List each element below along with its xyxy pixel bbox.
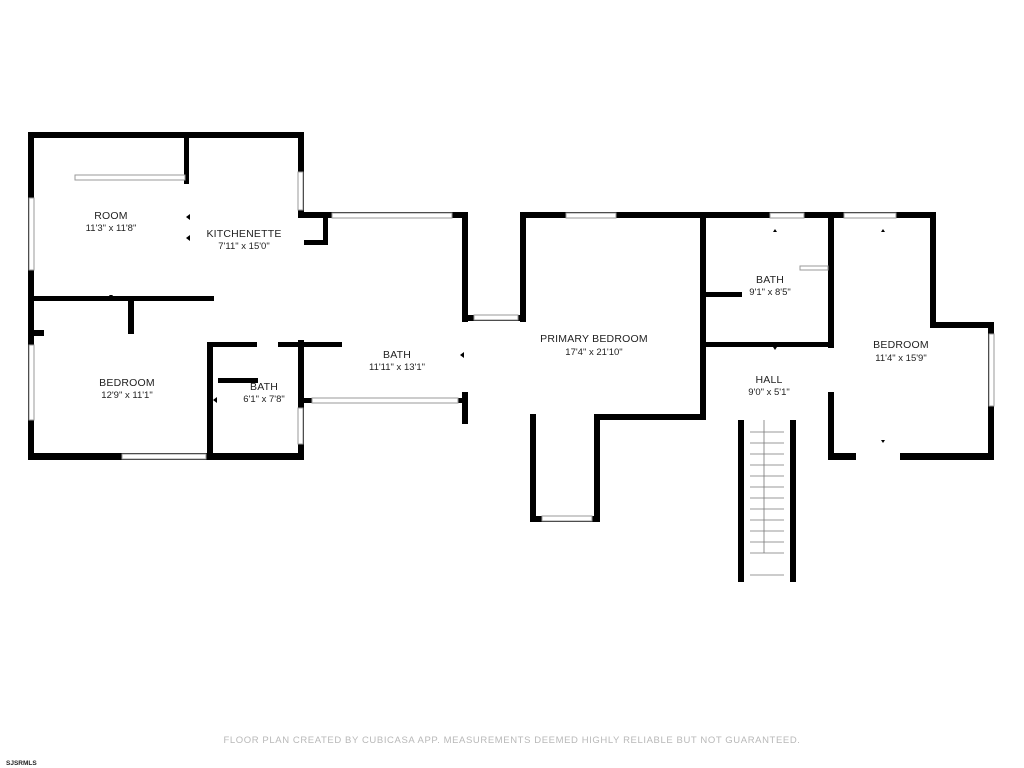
wall-bath-top-b [278,342,304,347]
window [74,174,186,181]
wall-bath-large-right-bottom [462,392,468,424]
room-dims-bath-large: 11'11" x 13'1" [369,362,425,373]
wall-primary-bottom-right [594,414,706,420]
window [769,212,805,219]
window [121,453,207,460]
window [565,212,617,219]
wall-bedroom2-bottom-b [900,453,994,460]
walls [28,132,994,582]
wall-closet-b [323,218,328,245]
wall-bath-large-inner [304,342,342,347]
wall-left [28,132,34,460]
window [311,397,459,404]
room-label-hall: HALL [755,374,782,386]
window [28,344,35,421]
wall-stair-left [738,420,744,582]
room-label-bath-small: BATH [250,381,278,393]
wall-primary-right [700,212,706,418]
window [28,197,35,271]
window [988,333,995,407]
wall-room-bedroom [34,296,214,301]
wall-closet-a [304,240,328,245]
room-label-primary-bedroom: PRIMARY BEDROOM [540,333,648,345]
door-marker [881,440,885,443]
room-label-bath-upper: BATH [756,274,784,286]
wall-top-left [28,132,304,138]
wall-bedroom2-bottom-a [828,453,856,460]
room-dims-bath-small: 6'1" x 7'8" [243,394,285,405]
mls-watermark: SJSRMLS [6,760,37,767]
door-marker [881,229,885,232]
window [541,515,593,522]
stairs [750,420,784,576]
disclaimer-footer: FLOOR PLAN CREATED BY CUBICASA APP. MEAS… [223,735,801,746]
door-marker [460,352,464,358]
wall-primary-bay-left [530,414,536,522]
room-dims-room: 11'3" x 11'8" [86,223,137,234]
door-marker [830,282,834,288]
wall-primary-top [520,212,936,218]
door-marker [186,214,190,220]
window [297,407,304,445]
wall-bath-shelf [218,378,258,383]
room-label-kitchenette: KITCHENETTE [206,228,281,240]
room-dims-bedroom: 12'9" x 11'1" [101,390,152,401]
wall-bedroom2-right-step [930,322,994,328]
wall-stub-a [34,330,44,336]
door-marker [773,229,777,232]
wall-bath-upper-inner [706,292,742,297]
door-marker [213,397,217,403]
room-dims-bath-upper: 9'1" x 8'5" [749,287,791,298]
window [843,212,897,219]
wall-bedroom-bath [207,342,213,460]
wall-bath-top-a [207,342,257,347]
wall-hall-right [828,392,834,454]
window [473,314,519,321]
room-label-bedroom-2: BEDROOM [873,339,929,351]
wall-bath-large-right-top [462,212,468,322]
room-label-bath-large: BATH [383,349,411,361]
wall-stair-right [790,420,796,582]
room-dims-primary-bedroom: 17'4" x 21'10" [565,347,622,358]
door-marker [109,295,113,298]
wall-room-kitchen [184,138,189,184]
door-marker [773,347,777,350]
window [297,171,304,211]
room-labels: ROOM 11'3" x 11'8" KITCHENETTE 7'11" x 1… [86,210,929,405]
room-label-bedroom: BEDROOM [99,377,155,389]
door-marker [186,235,190,241]
room-dims-kitchenette: 7'11" x 15'0" [218,241,269,252]
window [331,212,453,219]
wall-bath-upper-bottom [706,342,834,347]
wall-bath-upper-right [828,212,834,348]
wall-primary-bay-right [594,414,600,522]
window [799,265,829,271]
wall-bedroom2-right-top [930,212,936,328]
room-dims-bedroom-2: 11'4" x 15'9" [875,353,926,364]
wall-stub-b [128,301,134,334]
wall-primary-left-top [520,212,526,322]
windows [28,171,995,522]
door-markers [109,214,885,443]
room-dims-hall: 9'0" x 5'1" [748,387,790,398]
room-label-room: ROOM [94,210,127,222]
door-marker [830,395,834,401]
